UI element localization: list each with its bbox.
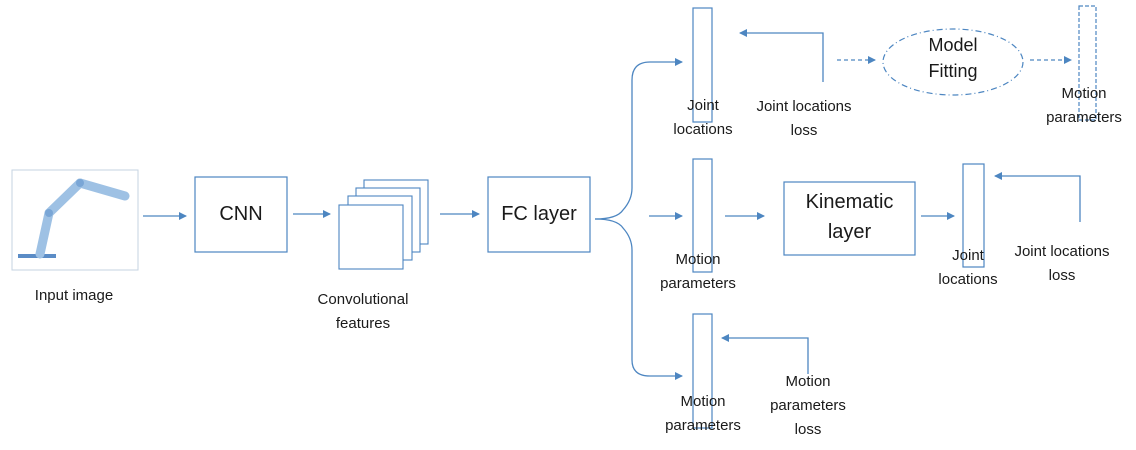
joint-locations-vector-middle xyxy=(962,163,985,268)
motion-parameters-label-middle: Motion parameters xyxy=(660,251,736,292)
motion-parameters-vector-top xyxy=(1078,5,1097,121)
robot-lower-link xyxy=(35,208,54,259)
brace-upper xyxy=(594,58,683,220)
arrow-joint-loss-middle xyxy=(994,172,1081,222)
robot-joint xyxy=(45,209,53,217)
joint-locations-label-top: Joint locations xyxy=(673,97,733,138)
joint-locations-label-middle: Joint locations xyxy=(938,247,998,288)
conv-features-label: Convolutional features xyxy=(317,291,409,332)
input-image-label: Input image xyxy=(34,287,114,304)
conv-feature-stack xyxy=(338,179,429,270)
robot-joint xyxy=(76,179,84,187)
motion-parameters-loss-label-bottom: Motion parameters loss xyxy=(770,373,846,438)
cnn-label: CNN xyxy=(219,203,263,225)
brace-lower xyxy=(594,218,683,380)
motion-parameters-label-top: Motion parameters xyxy=(1046,85,1122,126)
joint-locations-loss-label-middle: Joint locations loss xyxy=(1014,243,1110,284)
robot-end-link xyxy=(75,178,130,201)
robot-upper-link xyxy=(44,178,85,218)
fc-layer-box xyxy=(487,176,591,253)
motion-parameters-vector-middle xyxy=(692,158,713,273)
arrow-joint-loss-top xyxy=(739,29,824,82)
motion-parameters-label-bottom: Motion parameters xyxy=(665,393,741,434)
kinematic-layer-box xyxy=(783,181,916,256)
fc-layer-label: FC layer xyxy=(501,203,577,225)
motion-parameters-vector-bottom xyxy=(692,313,713,429)
model-fitting-label: Model Fitting xyxy=(928,35,978,81)
joint-locations-vector-top xyxy=(692,7,713,123)
arrow-motion-loss-bottom xyxy=(721,334,809,374)
kinematic-layer-label: Kinematic layer xyxy=(805,191,894,243)
joint-locations-loss-label-top: Joint locations loss xyxy=(756,98,852,139)
cnn-box xyxy=(194,176,288,253)
model-fitting-ellipse xyxy=(882,28,1024,96)
input-image xyxy=(11,169,139,271)
